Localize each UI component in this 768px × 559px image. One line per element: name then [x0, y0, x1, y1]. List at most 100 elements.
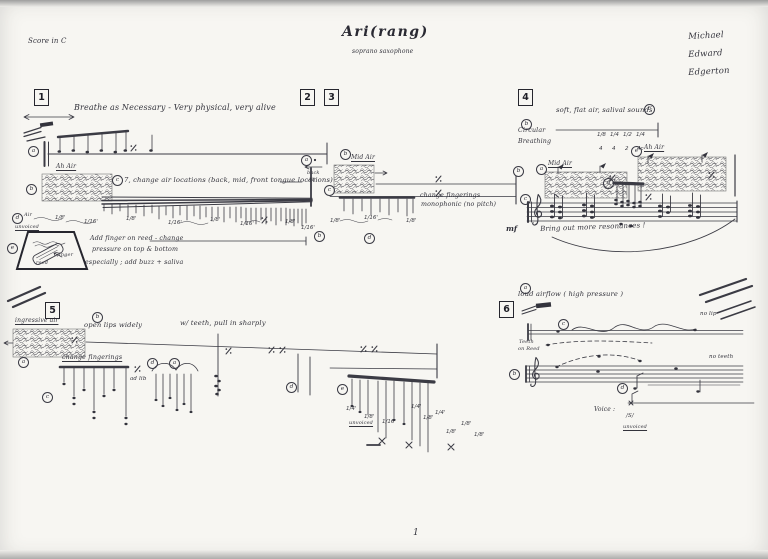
marker-d-circle: d: [12, 213, 23, 224]
open-lips-instruction: open lips widely: [84, 321, 143, 329]
air-label: Ah Air: [56, 163, 77, 170]
page-number: 1: [413, 528, 419, 538]
rhythm-fraction: 1/8': [446, 429, 457, 435]
circular-breathing-label: Breathing: [518, 138, 552, 145]
rhythm-fraction: 1/16': [301, 225, 315, 231]
simile-mark: [435, 175, 442, 183]
rehearsal-box-3: 3: [324, 89, 339, 106]
air-texture-band: [333, 164, 375, 194]
rhythm-fraction: 1/16': [382, 419, 396, 425]
simile-mark: [279, 346, 286, 354]
rhythm-fraction: 1/8': [406, 218, 417, 224]
air-label: Mid Air: [548, 160, 572, 167]
treble-clef: [532, 193, 543, 226]
rhythm-fraction: 1/16': [240, 221, 254, 227]
dynamic-marking: mf: [506, 224, 518, 233]
change-air-instruction: 7, change air locations (back, mid, fron…: [124, 176, 333, 184]
back-air-label: back: [307, 170, 320, 176]
sec1-graphics: [15, 114, 328, 270]
rhythm-fraction: 1/8': [364, 414, 375, 420]
teeth-instruction: w/ teeth, pull in sharply: [180, 319, 266, 327]
circular-breathing-label: Circular: [518, 127, 546, 134]
reed-drawing: [32, 243, 64, 265]
sec4-graphics: [526, 122, 738, 253]
meter-fraction: 1/4: [636, 132, 645, 138]
marker-e-circle: e: [7, 243, 18, 254]
air-label: Air: [24, 212, 33, 218]
rhythm-fraction: 1/8': [474, 432, 485, 438]
marker-b-circle: b: [509, 369, 520, 380]
marker-c-circle: c: [558, 319, 569, 330]
meter-fraction: 1/4: [610, 132, 619, 138]
soft-air-instruction: soft, flat air, salival sounds: [556, 106, 653, 114]
reed-diagram-frame: [15, 231, 89, 270]
composer-line: Michael: [688, 30, 725, 42]
marker-c-circle: c: [42, 392, 53, 403]
voice-label: Voice :: [594, 406, 616, 413]
marker-c-circle: c: [324, 185, 335, 196]
simile-mark: [261, 216, 268, 224]
simile-mark: [371, 345, 378, 353]
marker-a-circle: a: [18, 357, 29, 368]
meter-fraction: 1/8: [597, 132, 606, 138]
meter-fraction: 2: [625, 146, 629, 152]
simile-mark: [645, 193, 652, 201]
reed-label: reed: [36, 260, 49, 266]
rhythm-fraction: 1/8': [126, 216, 137, 222]
air-texture-band: [41, 173, 113, 202]
rehearsal-box-5: 5: [45, 302, 60, 319]
rhythm-fraction: 1/8': [285, 219, 296, 225]
meter-fraction: 4: [599, 146, 603, 152]
marker-b-circle: b: [513, 166, 524, 177]
rehearsal-box-1: 1: [34, 89, 49, 106]
fingering-instruction: monophonic (no pitch): [421, 201, 497, 208]
phoneme-label: /S/: [626, 413, 634, 419]
air-label: ingressive air: [15, 317, 59, 324]
marker-a-circle: a: [28, 146, 39, 157]
rhythm-fraction: 1/16': [364, 215, 378, 221]
scan-edge-top: [0, 0, 768, 7]
system-break-slashes: [6, 277, 756, 320]
subtitle: soprano saxophone: [352, 48, 414, 55]
rhythm-fraction: 1/4': [411, 404, 422, 410]
air-texture-band: [637, 156, 727, 192]
rhythm-fraction: 1/16': [168, 220, 182, 226]
marker-f-circle: F: [644, 104, 655, 115]
meter-fraction: 4: [612, 146, 616, 152]
rhythm-fraction: 1/8': [423, 415, 434, 421]
unvoiced-label: unvoiced: [15, 224, 40, 230]
marker-a-circle: a: [536, 164, 547, 175]
marker-a-circle: a: [301, 155, 312, 166]
rehearsal-box-2: 2: [300, 89, 315, 106]
ad-lib-label: ad lib: [130, 376, 147, 382]
tempo-instruction: Breathe as Necessary - Very physical, ve…: [74, 103, 276, 112]
marker-b-circle: b: [521, 119, 532, 130]
marker-e-circle: e: [631, 146, 642, 157]
page-title: Ari(rang): [342, 24, 429, 40]
rehearsal-box-4: 4: [518, 89, 533, 106]
unvoiced-label: unvoiced: [623, 424, 648, 430]
sec5-graphics: [3, 328, 455, 453]
marker-d-circle: d: [147, 358, 158, 369]
fingering-instruction: change fingerings: [420, 192, 481, 199]
teeth-on-reed-label: on Reed: [518, 346, 540, 352]
finger-label: finger: [57, 252, 74, 258]
marker-a-circle: a: [520, 283, 531, 294]
simile-mark: [134, 365, 141, 373]
fingering-instruction: change fingerings: [62, 354, 123, 361]
unvoiced-label: unvoiced: [349, 420, 374, 426]
back-air-label: Air: [308, 177, 317, 183]
composer-line: Edward: [688, 48, 723, 60]
rhythm-fraction: 1/8': [461, 421, 472, 427]
score-designation: Score in C: [28, 37, 67, 45]
no-lip-label: no lip: [700, 311, 717, 317]
sec6-graphics: [521, 302, 755, 406]
marker-b-circle: b: [92, 312, 103, 323]
marker-a-circle: a: [169, 358, 180, 369]
marker-d-circle: d: [617, 383, 628, 394]
rhythm-fraction: 1/8': [330, 218, 341, 224]
simile-mark: [268, 346, 275, 354]
reed-instruction: Add finger on reed - change: [90, 235, 184, 242]
